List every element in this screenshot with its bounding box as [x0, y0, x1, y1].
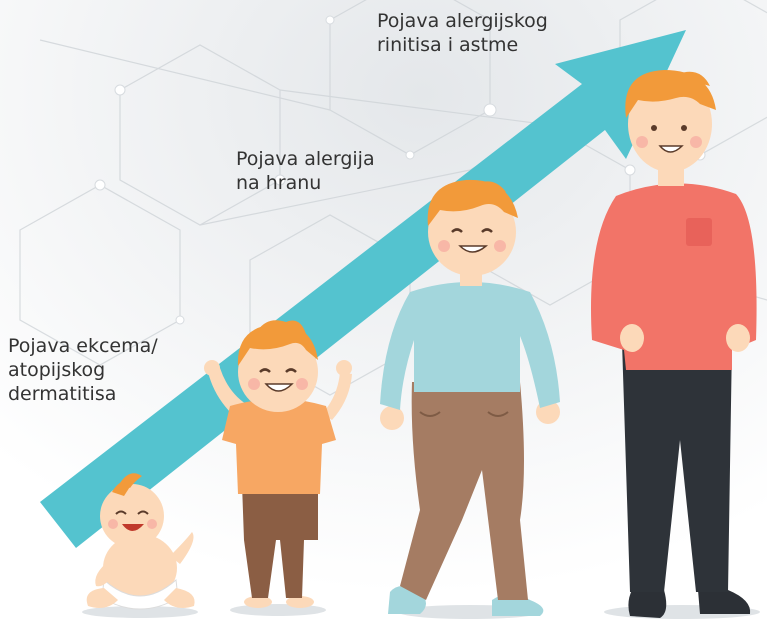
label-eczema: Pojava ekcema/ atopijskog dermatitisa [8, 334, 158, 406]
label-food-allergy: Pojava alergija na hranu [236, 147, 375, 195]
label-rhinitis-asthma: Pojava alergijskog rinitisa i astme [377, 9, 548, 57]
